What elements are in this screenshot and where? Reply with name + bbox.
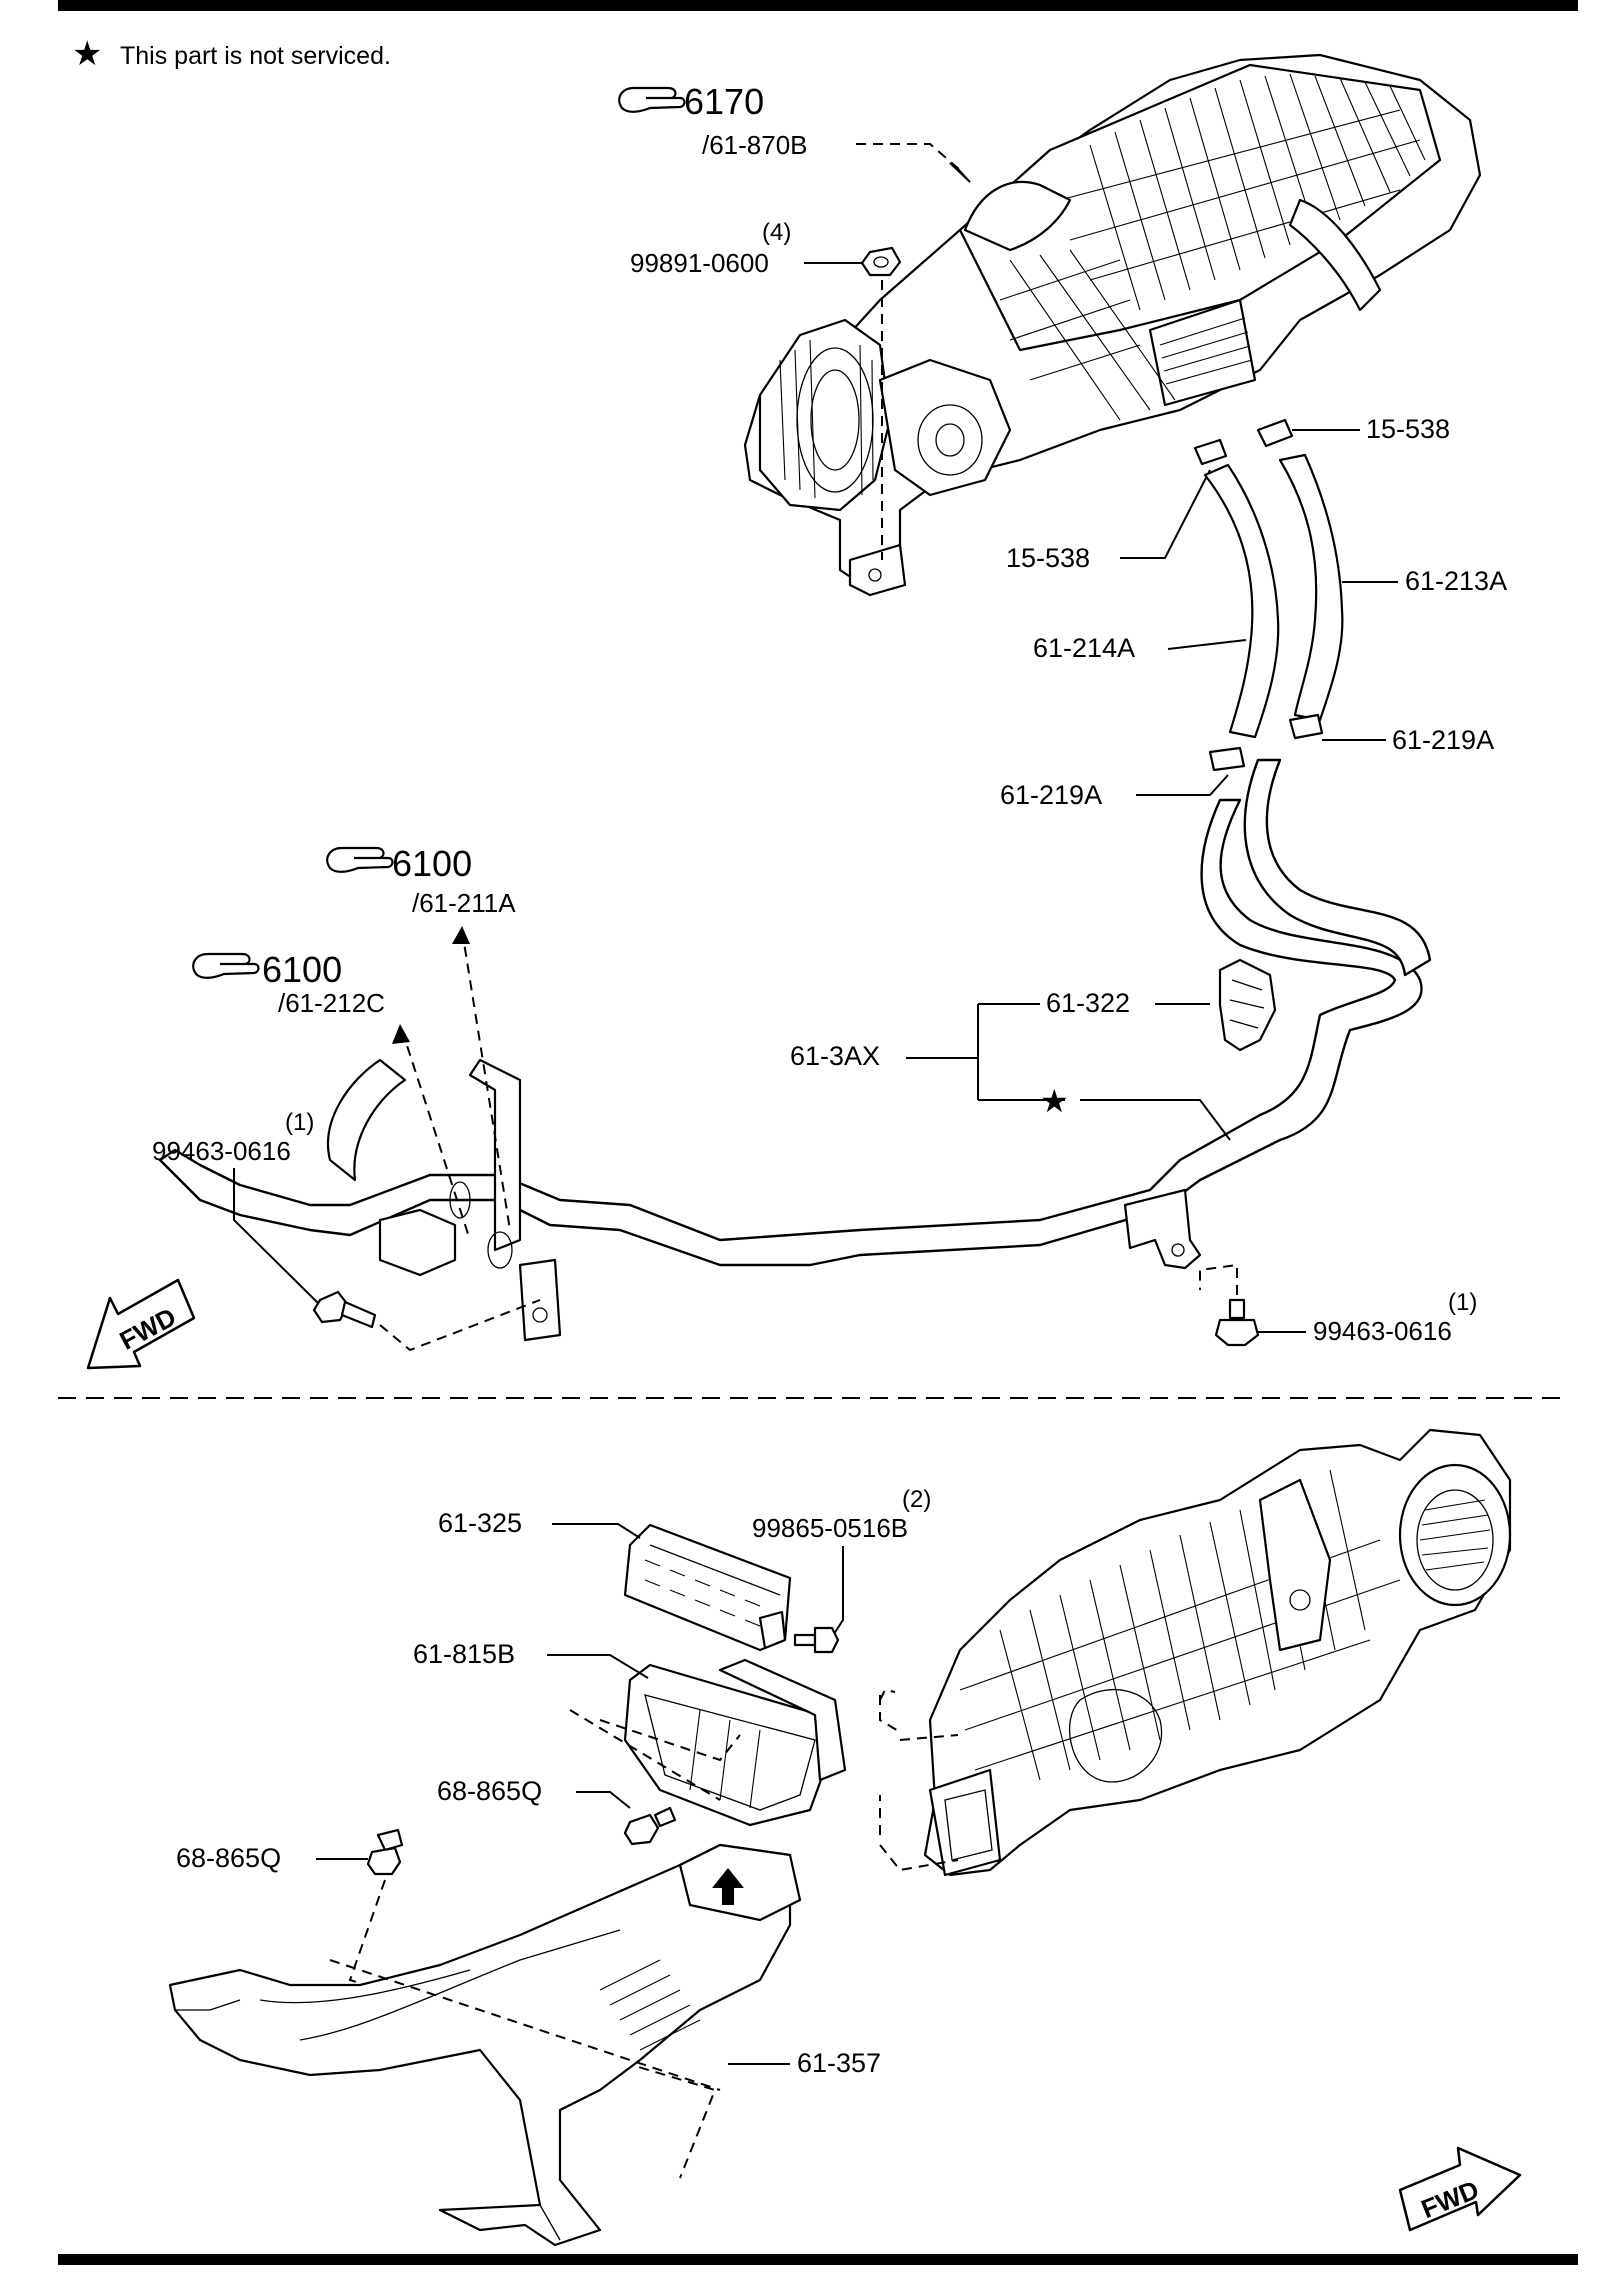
ref-6100a-number: 6100: [392, 843, 472, 884]
nut-99891: [860, 246, 902, 277]
filter-housing-61-815B: [623, 1658, 847, 1827]
pipe-assembly-61-3AX: [158, 758, 1432, 1342]
callout-61213A[interactable]: 61-213A: [1405, 566, 1507, 596]
hose-61-213A: [1278, 453, 1344, 722]
callout-68865Q-mid[interactable]: 68-865Q: [437, 1776, 542, 1806]
control-unit-61-325: [623, 1523, 792, 1652]
callout-99865-part[interactable]: 99865-0516B: [752, 1513, 908, 1543]
callout-613AX[interactable]: 61-3AX: [790, 1041, 880, 1071]
callout-99463-left-qty: (1): [285, 1109, 314, 1136]
not-serviced-star-icon: ★: [1040, 1083, 1069, 1119]
pointing-hand-icon: [618, 86, 686, 113]
callout-15538-left[interactable]: 15-538: [1006, 543, 1090, 573]
ref-6170-sub: /61-870B: [702, 130, 808, 160]
ref-6100b-sub: /61-212C: [278, 988, 385, 1018]
callout-15538-right[interactable]: 15-538: [1366, 414, 1450, 444]
callout-99891-part[interactable]: 99891-0600: [630, 248, 769, 278]
ref-6100-b[interactable]: 6100 /61-212C: [192, 949, 385, 1018]
clip-68-865Q-left: [366, 1828, 404, 1876]
callout-99463-left-part[interactable]: 99463-0616: [152, 1136, 291, 1166]
clamp-15-538-left: [1193, 438, 1228, 466]
duct-61-357: [168, 1843, 802, 2247]
hose-61-214A: [1203, 463, 1280, 739]
clamp-15-538-right: [1256, 418, 1294, 448]
fwd-arrow-icon: FWD: [86, 1278, 196, 1370]
callout-99463-right-qty: (1): [1448, 1289, 1477, 1316]
callout-61219A-left[interactable]: 61-219A: [1000, 780, 1102, 810]
bottom-border: [58, 2254, 1578, 2265]
bolt-99463-left: [312, 1290, 377, 1329]
retainer-61-322: [1218, 958, 1277, 1052]
callout-68865Q-left[interactable]: 68-865Q: [176, 1843, 281, 1873]
ref-6170[interactable]: 6170 /61-870B: [618, 81, 808, 160]
callout-61815B[interactable]: 61-815B: [413, 1639, 515, 1669]
ref-6100-a[interactable]: 6100 /61-211A: [326, 843, 516, 918]
clamp-61-219A-left: [1208, 746, 1246, 772]
clip-68-865Q-mid: [623, 1806, 677, 1846]
callout-61219A-right[interactable]: 61-219A: [1392, 725, 1494, 755]
hvac-unit-top: [743, 53, 1482, 597]
pointing-hand-icon: [192, 952, 260, 979]
callout-99463-right-part[interactable]: 99463-0616: [1313, 1316, 1452, 1346]
screw-99865: [793, 1626, 840, 1654]
fwd-arrow-icon: FWD: [1398, 2146, 1522, 2232]
bolt-99463-right: [1214, 1298, 1260, 1347]
legend-text: This part is not serviced.: [120, 42, 391, 70]
callout-99865-qty: (2): [902, 1486, 931, 1513]
callout-99891-qty: (4): [762, 219, 791, 246]
legend-star-icon: ★: [72, 35, 102, 73]
callout-61357[interactable]: 61-357: [797, 2048, 881, 2078]
callout-61325[interactable]: 61-325: [438, 1508, 522, 1538]
ref-6170-number: 6170: [684, 81, 764, 122]
callout-61322[interactable]: 61-322: [1046, 988, 1130, 1018]
callout-61214A[interactable]: 61-214A: [1033, 633, 1135, 663]
clamp-61-219A-right: [1288, 713, 1324, 740]
hvac-unit-bottom: [923, 1428, 1512, 1877]
pointing-hand-icon: [326, 846, 394, 873]
ref-6100b-number: 6100: [262, 949, 342, 990]
ref-6100a-sub: /61-211A: [412, 888, 516, 918]
top-border: [58, 0, 1578, 11]
